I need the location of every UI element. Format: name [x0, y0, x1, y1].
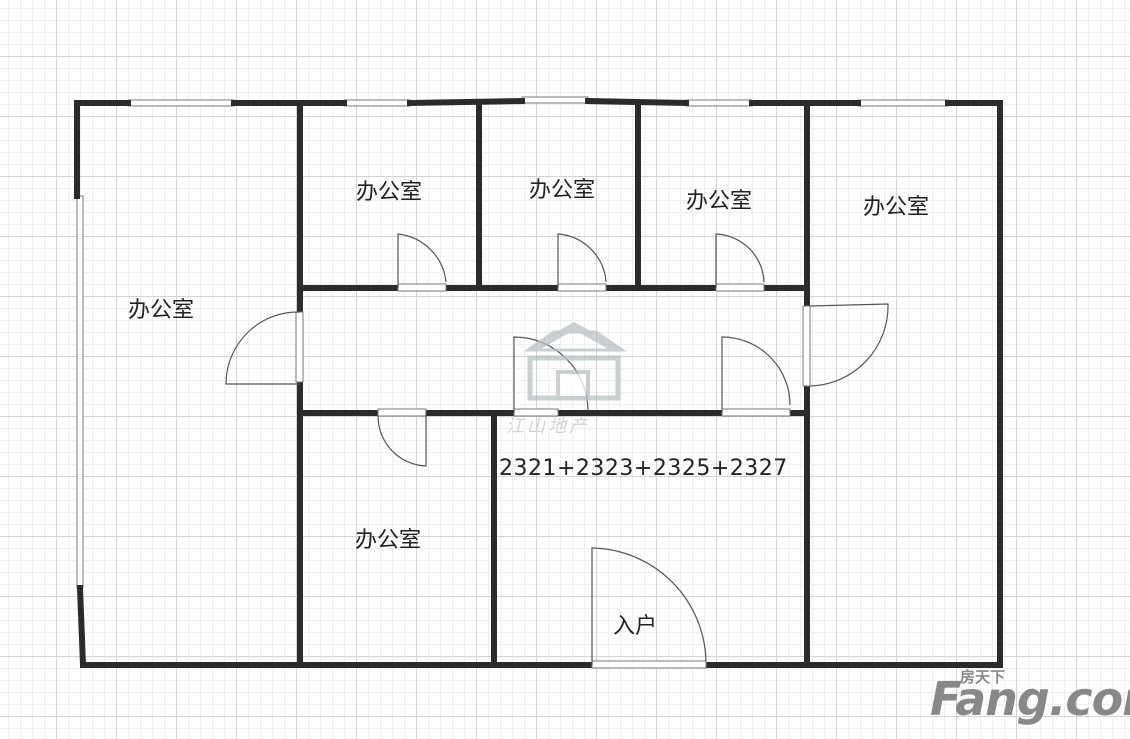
door-office-bottom — [377, 413, 427, 467]
agency-logo — [523, 322, 627, 401]
window-top-4 — [685, 99, 753, 107]
room-label-office-right: 办公室 — [863, 195, 930, 220]
window-top-1 — [127, 99, 235, 107]
room-label-entrance: 入户 — [613, 614, 658, 639]
door-office-right — [809, 303, 889, 387]
window-top-2 — [343, 99, 411, 107]
window-top-5 — [857, 99, 949, 107]
room-label-office-top3: 办公室 — [686, 189, 753, 214]
window-top-3 — [521, 96, 589, 104]
site-watermark-small: 房天下 — [960, 668, 1006, 686]
room-label-office-left: 办公室 — [128, 298, 195, 323]
door-corridor-2 — [721, 336, 791, 413]
agency-watermark-text: 江山地产 — [506, 416, 590, 437]
door-office-left — [225, 311, 301, 385]
door-office-top2 — [557, 233, 607, 288]
site-watermark: 房天下 Fang.com — [930, 668, 1130, 726]
room-label-office-top1: 办公室 — [356, 180, 423, 205]
windows — [76, 96, 949, 589]
door-office-top1 — [397, 233, 447, 288]
room-label-office-bottom: 办公室 — [355, 528, 422, 553]
door-office-top3 — [715, 233, 765, 288]
site-watermark-big: Fang.com — [930, 672, 1130, 726]
walls — [74, 97, 1003, 669]
door-thresholds — [295, 283, 811, 669]
room-label-office-top2: 办公室 — [529, 178, 596, 203]
unit-numbers-label: 2321+2323+2325+2327 — [499, 456, 788, 481]
door-entrance — [591, 547, 707, 665]
doors — [225, 233, 889, 665]
window-left — [76, 195, 84, 589]
